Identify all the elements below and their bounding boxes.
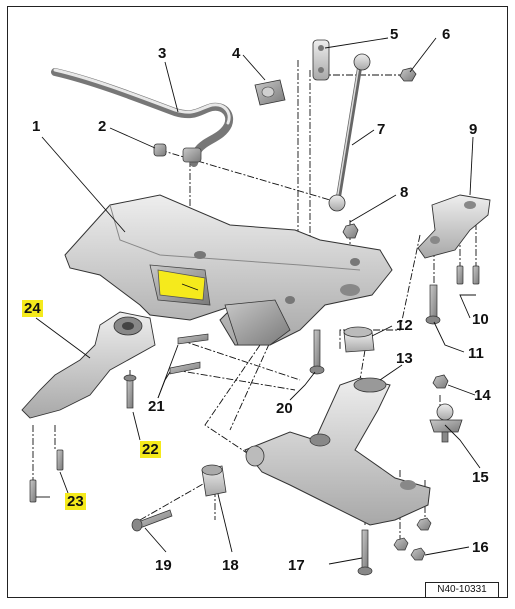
bolt-11 — [425, 284, 441, 325]
nut-8 — [342, 223, 359, 239]
callout-22: 22 — [140, 441, 161, 458]
bolts-10 — [456, 265, 480, 285]
callout-10: 10 — [472, 311, 489, 328]
callout-9: 9 — [469, 121, 478, 138]
callout-24: 24 — [22, 300, 43, 317]
mount-area-highlight — [157, 269, 206, 301]
callout-11: 11 — [468, 345, 484, 362]
callout-14: 14 — [474, 387, 491, 404]
coupling-rod — [328, 53, 371, 212]
ball-joint — [429, 403, 463, 443]
callout-20: 20 — [276, 400, 293, 417]
callout-16: 16 — [472, 539, 489, 556]
callout-13: 13 — [396, 350, 413, 367]
callout-12: 12 — [396, 317, 413, 334]
callout-3: 3 — [158, 45, 167, 62]
callout-5: 5 — [390, 26, 399, 43]
callout-17: 17 — [288, 557, 305, 574]
bolt-19 — [131, 509, 173, 532]
callout-2: 2 — [98, 118, 107, 135]
clamp — [312, 39, 330, 81]
nut-6 — [399, 67, 417, 82]
callout-7: 7 — [377, 121, 386, 138]
bolts-21 — [169, 333, 209, 375]
wishbone — [244, 377, 431, 526]
stabilizer-rubber-mount — [254, 79, 286, 106]
bushing-2 — [153, 143, 167, 157]
bushing-12 — [343, 326, 375, 353]
bolt-17 — [357, 529, 373, 576]
bushing-18 — [201, 464, 227, 497]
callout-21: 21 — [148, 398, 165, 415]
nuts-16 — [393, 517, 432, 561]
callout-15: 15 — [472, 469, 489, 486]
subframe — [64, 194, 393, 346]
bolt-22 — [123, 374, 137, 409]
bolts-23 — [29, 449, 64, 503]
bracket — [417, 194, 491, 259]
bolt-20 — [309, 329, 325, 375]
callout-6: 6 — [442, 26, 451, 43]
leader-lines — [35, 37, 481, 565]
nut-14 — [432, 374, 449, 389]
figure-reference-code: N40-10331 — [425, 582, 499, 598]
callout-1: 1 — [32, 118, 41, 135]
callout-23: 23 — [65, 493, 86, 510]
callout-8: 8 — [400, 184, 409, 201]
stabilizer-bar — [51, 68, 234, 167]
callout-4: 4 — [232, 45, 241, 62]
callout-19: 19 — [155, 557, 172, 574]
callout-18: 18 — [222, 557, 239, 574]
pendulum-support — [21, 311, 156, 419]
